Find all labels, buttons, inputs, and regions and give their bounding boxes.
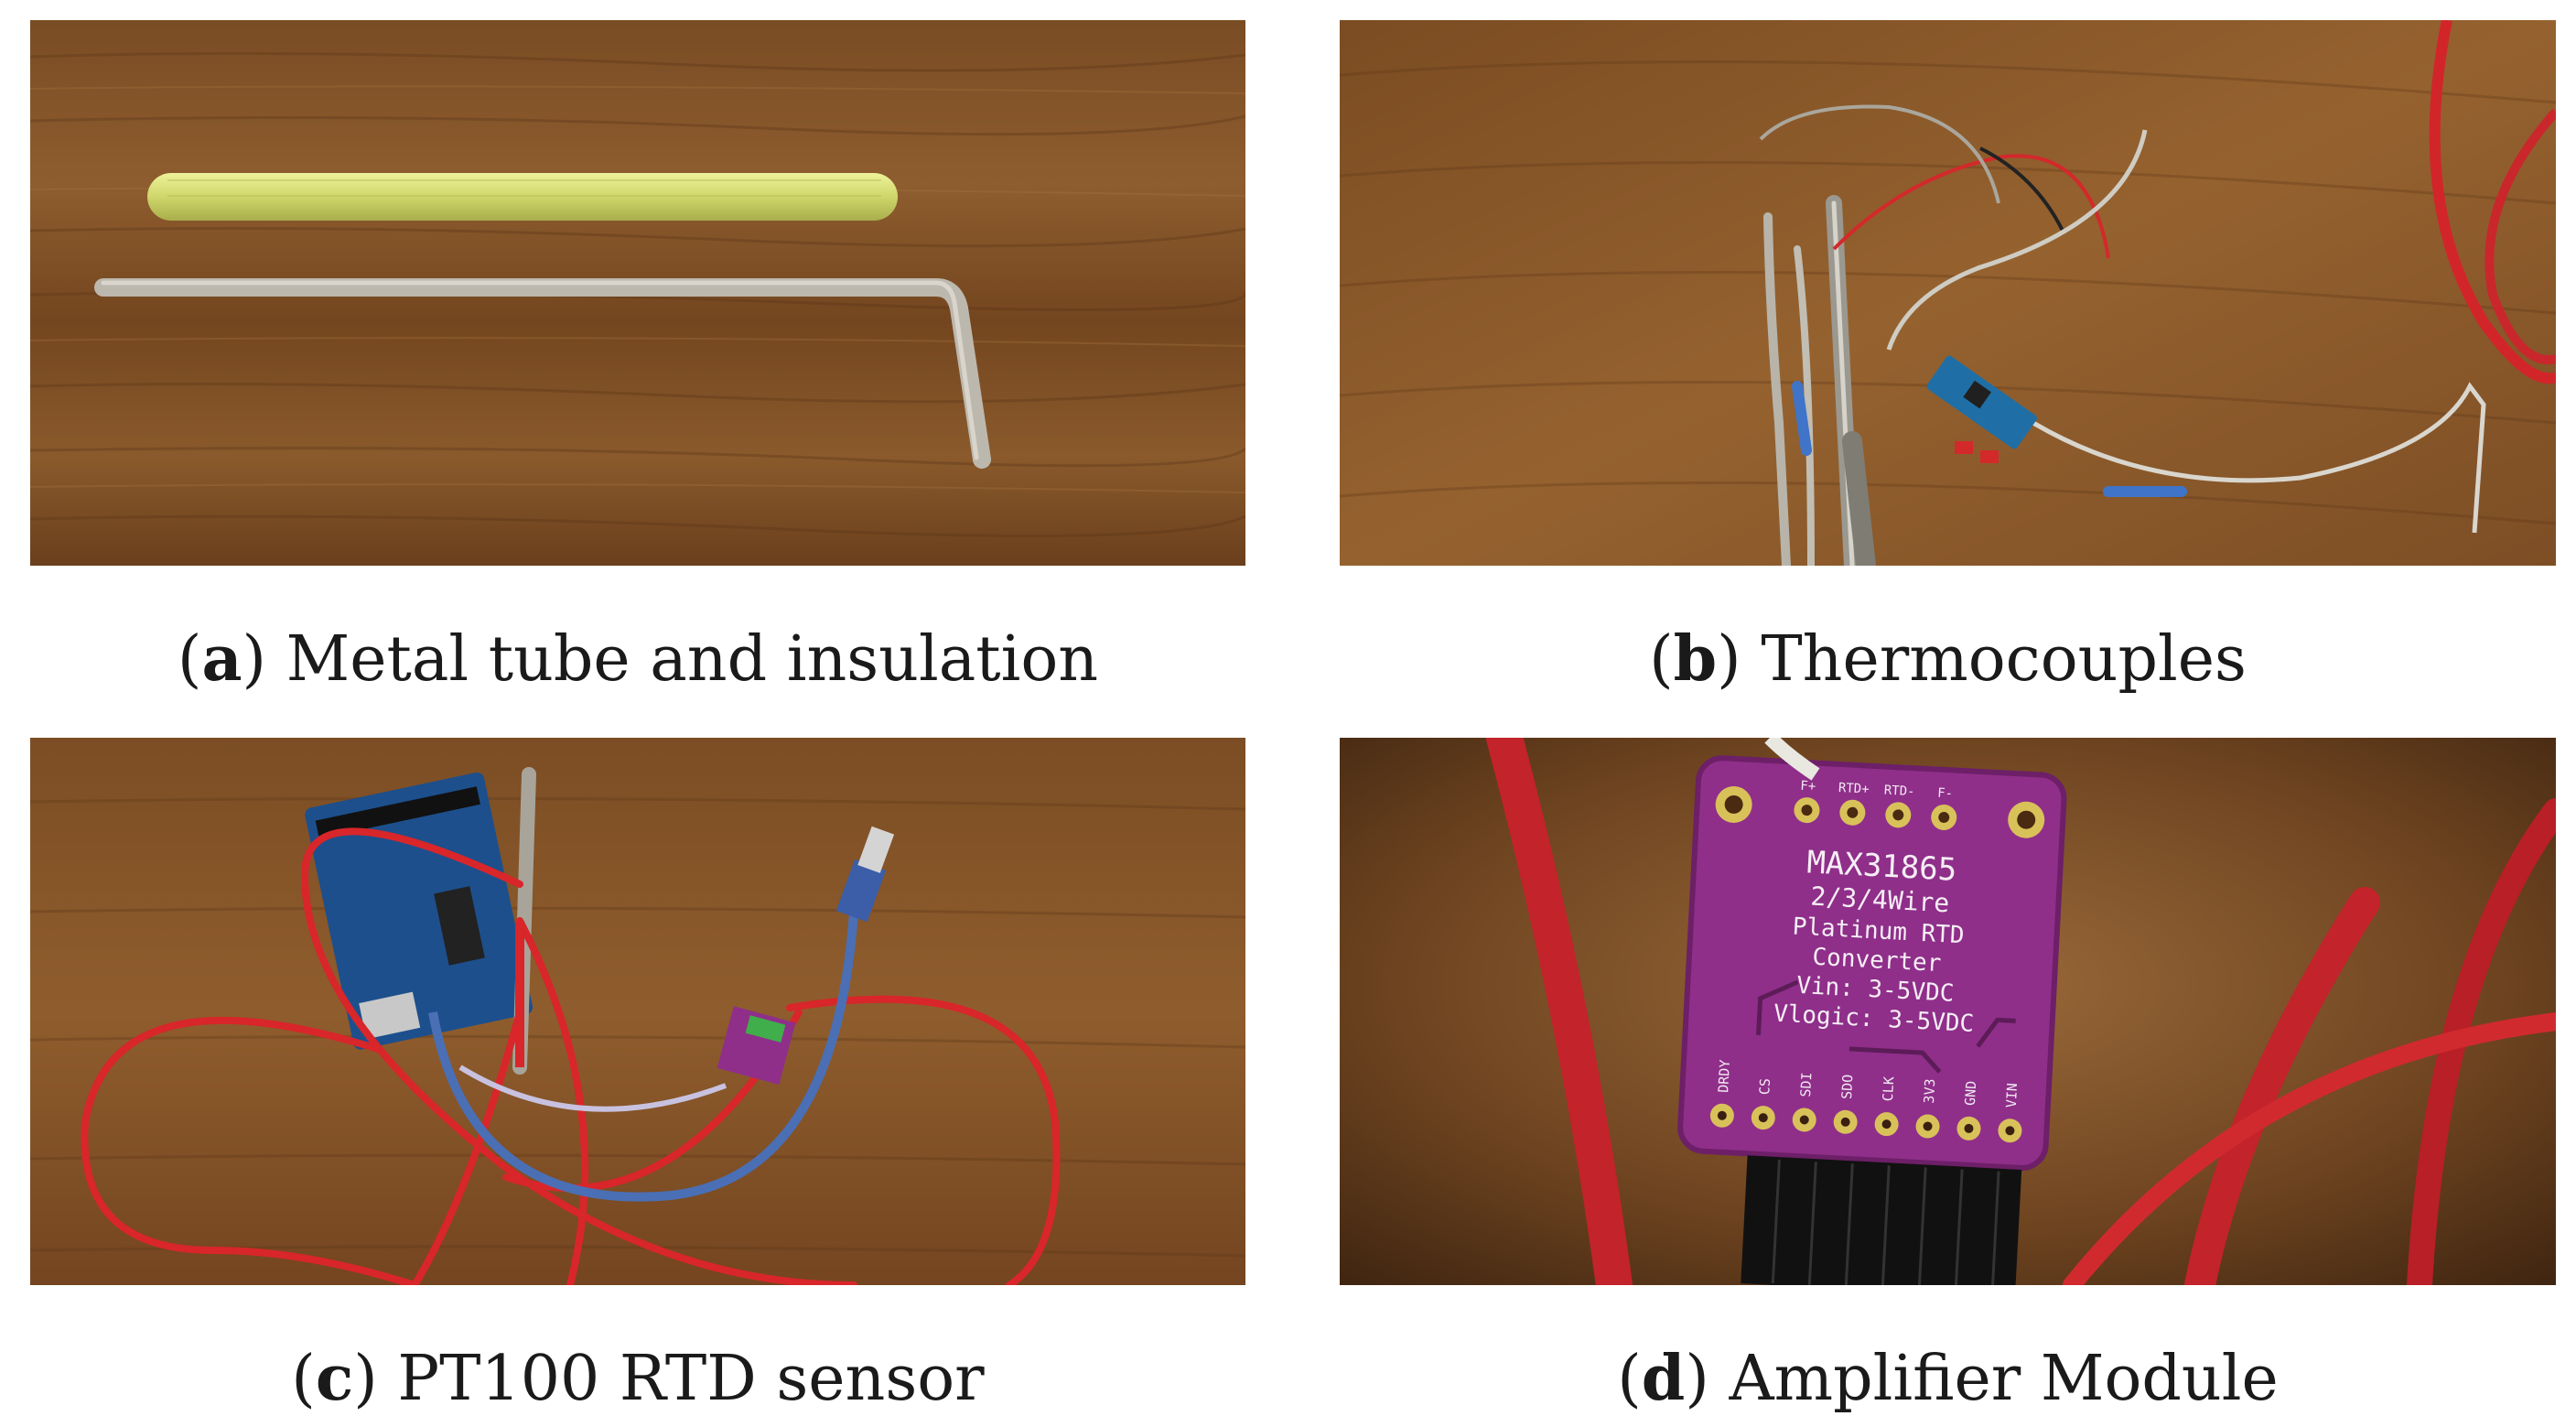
- red-cable: [2429, 20, 2556, 384]
- photo-metal-tube-and-insulation: [30, 20, 1245, 566]
- caption-a: (a) Metal tube and insulation: [177, 622, 1099, 696]
- arduino-board: [305, 772, 534, 1050]
- wood-surface: [1340, 20, 2556, 566]
- svg-text:GND: GND: [1962, 1080, 1979, 1106]
- caption-c: (c) PT100 RTD sensor: [291, 1342, 985, 1415]
- pin-label: RTD-: [1883, 784, 1915, 800]
- thermocouple-probes: [1763, 195, 1876, 566]
- photo-b-drawing: [1340, 20, 2556, 566]
- blurred-red-cables: [1486, 738, 2556, 1285]
- sensor-cable: [1978, 382, 2486, 534]
- bottom-pin-labels: DRDY CS SDI SDO CLK 3V3 GND VIN: [1715, 1059, 2021, 1108]
- pin-label: F+: [1800, 779, 1816, 794]
- thermocouple-board: [1926, 355, 2037, 449]
- caption-b: (b) Thermocouples: [1649, 622, 2247, 696]
- amplifier-board-small: [717, 1006, 796, 1085]
- max31865-board: F+ RTD+ RTD- F- MAX31865 2/3/4Wire Plati…: [1677, 755, 2067, 1285]
- svg-text:CS: CS: [1756, 1078, 1773, 1096]
- svg-text:CLK: CLK: [1880, 1076, 1897, 1102]
- photo-a-drawing: [30, 20, 1245, 566]
- svg-text:Converter: Converter: [1812, 944, 1942, 978]
- photo-pt100-rtd-sensor: [30, 738, 1245, 1285]
- svg-text:VIN: VIN: [2003, 1083, 2021, 1108]
- usb-plug: [835, 826, 895, 923]
- chip-name: MAX31865: [1806, 844, 1958, 889]
- caption-d: (d) Amplifier Module: [1617, 1342, 2279, 1415]
- header-connectors: [1741, 1155, 2022, 1285]
- pin-label: F-: [1937, 786, 1954, 802]
- svg-text:DRDY: DRDY: [1715, 1059, 1733, 1093]
- photo-amplifier-module: F+ RTD+ RTD- F- MAX31865 2/3/4Wire Plati…: [1340, 738, 2556, 1285]
- photo-c-drawing: [30, 738, 1245, 1285]
- svg-text:SDO: SDO: [1838, 1074, 1856, 1099]
- svg-text:SDI: SDI: [1797, 1072, 1815, 1097]
- wood-surface: [30, 738, 1245, 1285]
- usb-cable: [428, 911, 858, 1202]
- photo-d-drawing: F+ RTD+ RTD- F- MAX31865 2/3/4Wire Plati…: [1340, 738, 2556, 1285]
- svg-text:2/3/4Wire: 2/3/4Wire: [1810, 881, 1950, 919]
- top-pin-labels: F+ RTD+ RTD- F-: [1800, 779, 1953, 802]
- svg-text:3V3: 3V3: [1921, 1078, 1938, 1104]
- photo-thermocouples: [1340, 20, 2556, 566]
- pin-label: RTD+: [1838, 781, 1870, 797]
